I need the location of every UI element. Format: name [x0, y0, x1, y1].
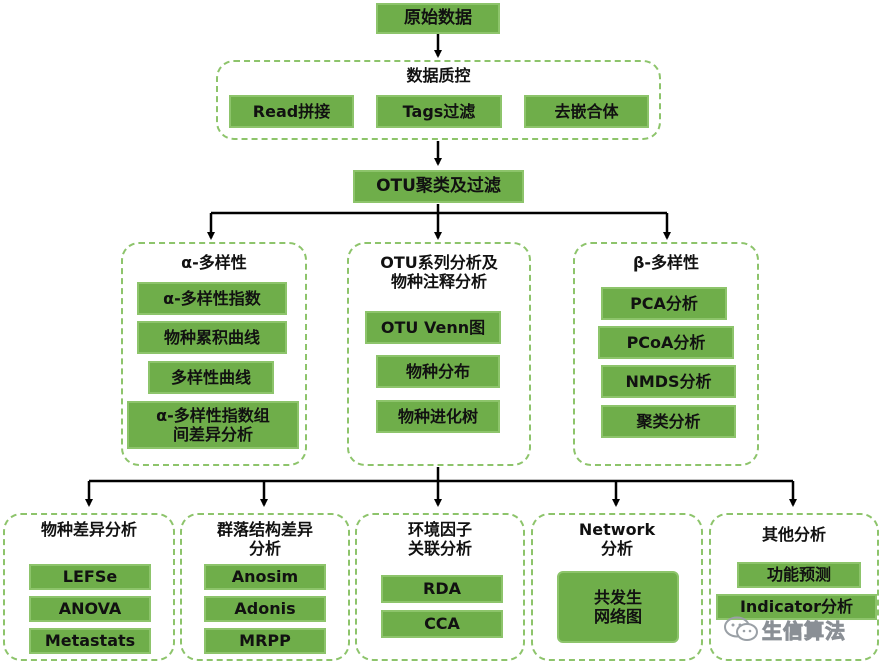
qc-title: 数据质控 [406, 66, 471, 85]
env-factor-item: RDA [381, 575, 503, 603]
beta-diversity-title: β-多样性 [632, 253, 700, 272]
qc-item: 去嵌合体 [524, 95, 649, 128]
community-diff-item: Anosim [204, 564, 326, 590]
watermark: 生信算法 [724, 614, 880, 644]
raw-data-node: 原始数据 [376, 3, 500, 34]
env-factor-title: 环境因子 关联分析 [407, 520, 472, 559]
qc-item: Tags过滤 [376, 95, 502, 128]
env-factor-item: CCA [381, 610, 503, 638]
alpha-item: α-多样性指数组 间差异分析 [127, 401, 299, 449]
other-analysis-title: 其他分析 [761, 525, 826, 544]
otu-series-item: OTU Venn图 [365, 311, 501, 344]
wechat-icon [724, 616, 758, 641]
watermark-text: 生信算法 [762, 618, 846, 643]
community-diff-title: 群落结构差异 分析 [216, 520, 313, 559]
alpha-item: 物种累积曲线 [137, 321, 287, 354]
community-diff-item: MRPP [204, 628, 326, 654]
beta-item: NMDS分析 [601, 365, 736, 398]
otu-cluster-node: OTU聚类及过滤 [353, 170, 524, 203]
qc-item: Read拼接 [229, 95, 354, 128]
species-diff-item: ANOVA [29, 596, 151, 622]
otu-series-title: OTU系列分析及 物种注释分析 [380, 253, 498, 292]
otu-series-item: 物种分布 [376, 355, 500, 388]
species-diff-title: 物种差异分析 [40, 520, 137, 539]
species-diff-item: Metastats [29, 628, 151, 654]
other-analysis-item: 功能预测 [737, 562, 861, 588]
beta-item: PCA分析 [601, 287, 727, 320]
otu-series-item: 物种进化树 [376, 400, 500, 433]
alpha-item: α-多样性指数 [137, 282, 287, 315]
network-item: 共发生 网络图 [557, 571, 679, 643]
community-diff-item: Adonis [204, 596, 326, 622]
beta-item: 聚类分析 [601, 405, 736, 438]
network-title: Network 分析 [578, 520, 656, 559]
beta-item: PCoA分析 [598, 326, 734, 359]
alpha-diversity-title: α-多样性 [181, 253, 247, 272]
other-analysis-item: Indicator分析 [716, 594, 877, 620]
species-diff-item: LEFSe [29, 564, 151, 590]
alpha-item: 多样性曲线 [148, 361, 274, 394]
